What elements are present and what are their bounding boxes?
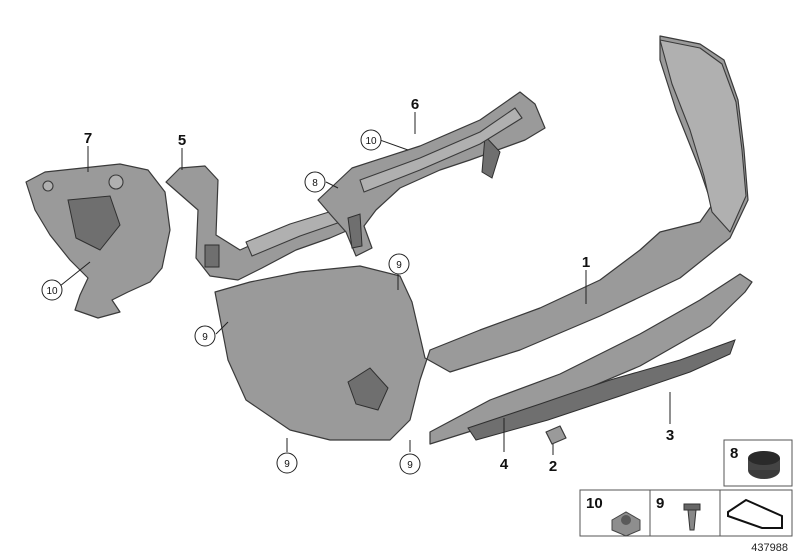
legend-item-10: 10 [579, 489, 651, 537]
callout-10-upper: 10 [360, 129, 382, 151]
svg-text:9: 9 [656, 495, 664, 512]
svg-text:9: 9 [407, 460, 413, 471]
callout-numbers: 1 2 3 4 5 6 7 [84, 96, 674, 475]
svg-text:8: 8 [730, 445, 738, 462]
legend-item-9: 9 [649, 489, 721, 537]
legend-boxes: 8 10 9 [579, 439, 793, 537]
svg-text:10: 10 [365, 136, 377, 147]
svg-text:9: 9 [202, 332, 208, 343]
part-5-bracket [165, 165, 359, 281]
part-7-bracket [25, 163, 171, 319]
callout-9-top: 9 [388, 253, 410, 275]
leader-lines [59, 112, 671, 455]
part-6-carrier [317, 91, 546, 257]
screw-icon [683, 503, 701, 511]
diagram-id: 437988 [751, 542, 788, 554]
callout-6: 6 [411, 96, 419, 113]
svg-text:8: 8 [312, 178, 318, 189]
callout-9-bottom: 9 [399, 453, 421, 475]
callout-4: 4 [500, 456, 509, 473]
callout-10-left: 10 [41, 279, 63, 301]
circled-callouts: 10 8 10 9 9 9 9 [41, 129, 421, 475]
part-3-grille [467, 339, 736, 441]
callout-1: 1 [582, 254, 590, 271]
legend-item-set [719, 489, 793, 537]
svg-text:9: 9 [396, 260, 402, 271]
callout-2: 2 [549, 458, 557, 475]
repair-kit-icon [727, 498, 783, 529]
svg-text:10: 10 [46, 286, 58, 297]
callout-9-bottom-left: 9 [276, 452, 298, 474]
callout-3: 3 [666, 427, 674, 444]
callout-7: 7 [84, 130, 92, 147]
callout-8: 8 [304, 171, 326, 193]
part-2-cap [545, 425, 567, 445]
part-1-bumper-trim [214, 35, 749, 441]
svg-text:9: 9 [284, 459, 290, 470]
callout-5: 5 [178, 132, 186, 149]
callout-9-left: 9 [194, 325, 216, 347]
svg-text:10: 10 [586, 495, 603, 512]
legend-item-8: 8 [723, 439, 793, 487]
